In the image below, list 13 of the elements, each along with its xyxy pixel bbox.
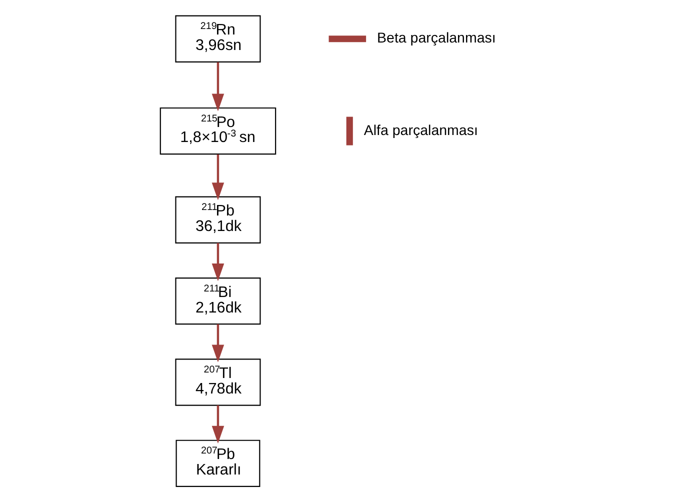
arrow bbox=[212, 154, 224, 200]
node-box: $^{207}$Pb Kararlı bbox=[176, 440, 260, 487]
node-box: $^{215}$Po 1,8×10$^{-3}$ sn bbox=[160, 107, 276, 155]
arrow bbox=[212, 324, 224, 362]
legend-label: Alfa parçalanması bbox=[364, 122, 478, 139]
legend-label: Beta parçalanması bbox=[377, 30, 496, 47]
arrow bbox=[212, 242, 224, 282]
node-box: $^{219}$Rn 3,96sn bbox=[175, 15, 261, 62]
node-box: $^{211}$Pb 36,1dk bbox=[175, 196, 261, 244]
node-box: $^{211}$Bi 2,16dk bbox=[175, 277, 261, 325]
node-box: $^{207}$Tl 4,78dk bbox=[175, 358, 261, 406]
arrow bbox=[212, 62, 224, 112]
arrow bbox=[212, 405, 224, 444]
